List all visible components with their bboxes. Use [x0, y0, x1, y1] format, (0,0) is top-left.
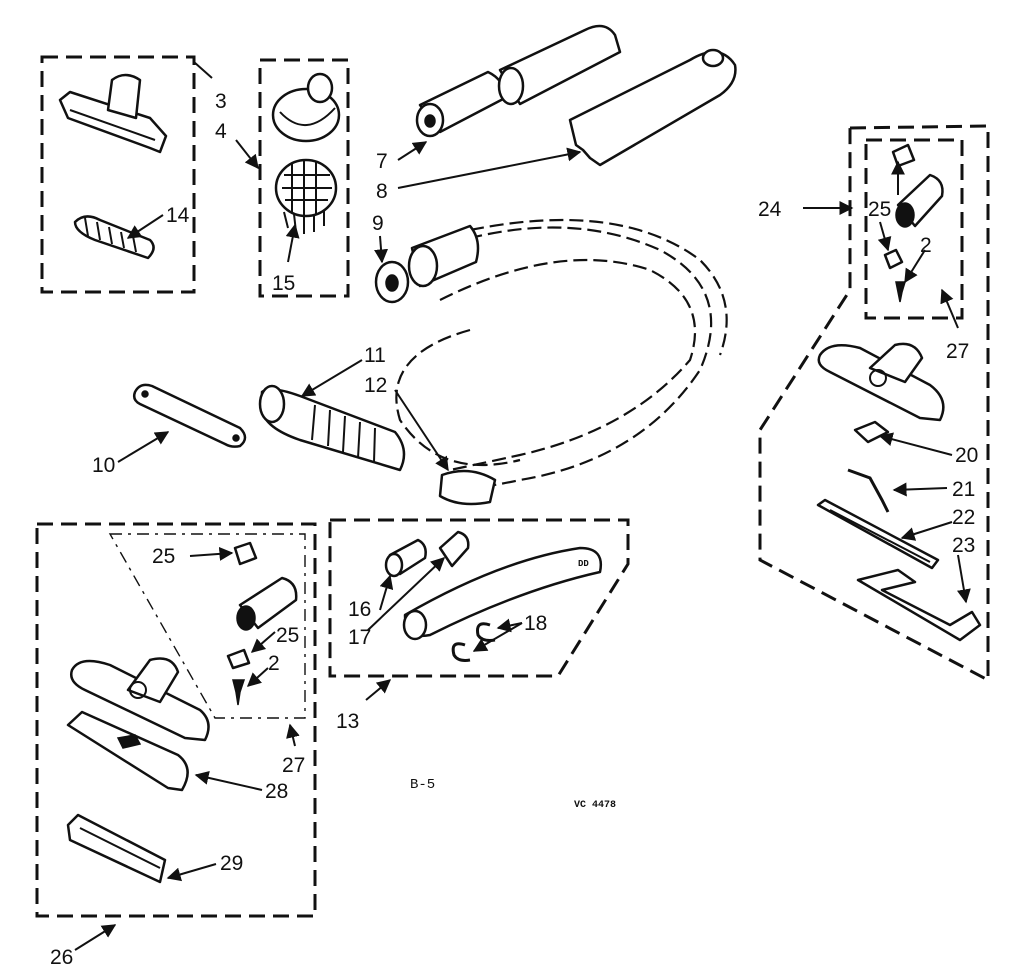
callout-16: 16: [348, 598, 371, 621]
drawing-code: VC 4478: [574, 800, 616, 811]
box-dusting-brush-group: [40, 55, 196, 294]
hose-part: [374, 218, 728, 506]
screw-part-bottom: [232, 679, 246, 706]
callout-25-rug-bottom: 25: [276, 624, 299, 647]
tool-neck-part: [895, 173, 944, 228]
callout-3: 3: [215, 90, 227, 113]
hose-label: DD: [578, 559, 589, 569]
callout-25-floor: 25: [868, 198, 891, 221]
box-floor-tool-group: [758, 124, 990, 683]
box-wand-group: [328, 518, 630, 678]
neck-cap-part: [891, 143, 916, 168]
callout-10: 10: [92, 454, 115, 477]
floor-nozzle-part: [817, 342, 945, 422]
rug-neck-clip-part: [226, 648, 251, 670]
crevice-tool-part: [568, 48, 737, 167]
curved-wand-part: DD: [402, 546, 603, 641]
callout-7: 7: [376, 150, 388, 173]
callout-23: 23: [952, 534, 975, 557]
spring-part: [73, 215, 155, 260]
handle-strap-part: [132, 383, 247, 448]
callout-12: 12: [364, 374, 387, 397]
extension-wand-part: [497, 24, 622, 106]
diagram-id: B-5: [410, 777, 435, 793]
callout-21: 21: [952, 478, 975, 501]
box-tool-neck-subgroup: [864, 138, 964, 320]
upholstery-nozzle-part: [271, 72, 341, 143]
screw-part-top: [895, 281, 907, 303]
callout-20: 20: [955, 444, 978, 467]
callout-14: 14: [166, 204, 190, 227]
callout-4: 4: [215, 120, 227, 143]
leader-lines: [74, 61, 971, 951]
bumper-frame-part: [856, 568, 982, 642]
wand-sleeve-part: [438, 530, 470, 568]
box-rug-neck-subgroup: [108, 533, 306, 719]
wand-coupling-part: [384, 538, 427, 578]
callout-8: 8: [376, 180, 388, 203]
swivel-adapter-part: [415, 70, 507, 138]
rug-nozzle-part: [70, 657, 210, 742]
callout-27-floor: 27: [946, 340, 969, 363]
callout-2-floor: 2: [920, 234, 932, 257]
filter-brush-part: [274, 158, 338, 234]
brush-strip-part: [816, 498, 940, 570]
latch-part: [853, 420, 890, 444]
callout-29: 29: [220, 852, 243, 875]
neck-clip-part: [883, 248, 904, 270]
callout-24: 24: [758, 198, 782, 221]
hose-cuff: [438, 469, 497, 506]
dusting-brush-part: [58, 73, 168, 154]
callout-17: 17: [348, 626, 371, 649]
rug-tool-neck-part: [236, 576, 298, 631]
callout-18: 18: [524, 612, 547, 635]
box-upholstery-group: [258, 58, 350, 298]
callout-15: 15: [272, 272, 295, 295]
box-rug-tool-group: [35, 522, 317, 918]
callout-22: 22: [952, 506, 975, 529]
callout-28: 28: [265, 780, 288, 803]
hose-swivel-end-part: [258, 384, 406, 472]
wire-spring-part: [847, 468, 890, 513]
callout-2-rug: 2: [268, 652, 280, 675]
rug-plate-part: [66, 710, 189, 792]
callout-26: 26: [50, 946, 73, 969]
callout-25-rug-top: 25: [152, 545, 175, 568]
rug-brush-strip-part: [66, 813, 167, 884]
rug-neck-cap-part: [233, 541, 258, 566]
callout-11: 11: [364, 344, 386, 367]
callout-labels: 3 4 14 15 7 8 9 11 12 10 13 16 17 18 26 …: [50, 90, 978, 969]
callout-13: 13: [336, 710, 359, 733]
callout-9: 9: [372, 212, 384, 235]
callout-27-rug: 27: [282, 754, 305, 777]
